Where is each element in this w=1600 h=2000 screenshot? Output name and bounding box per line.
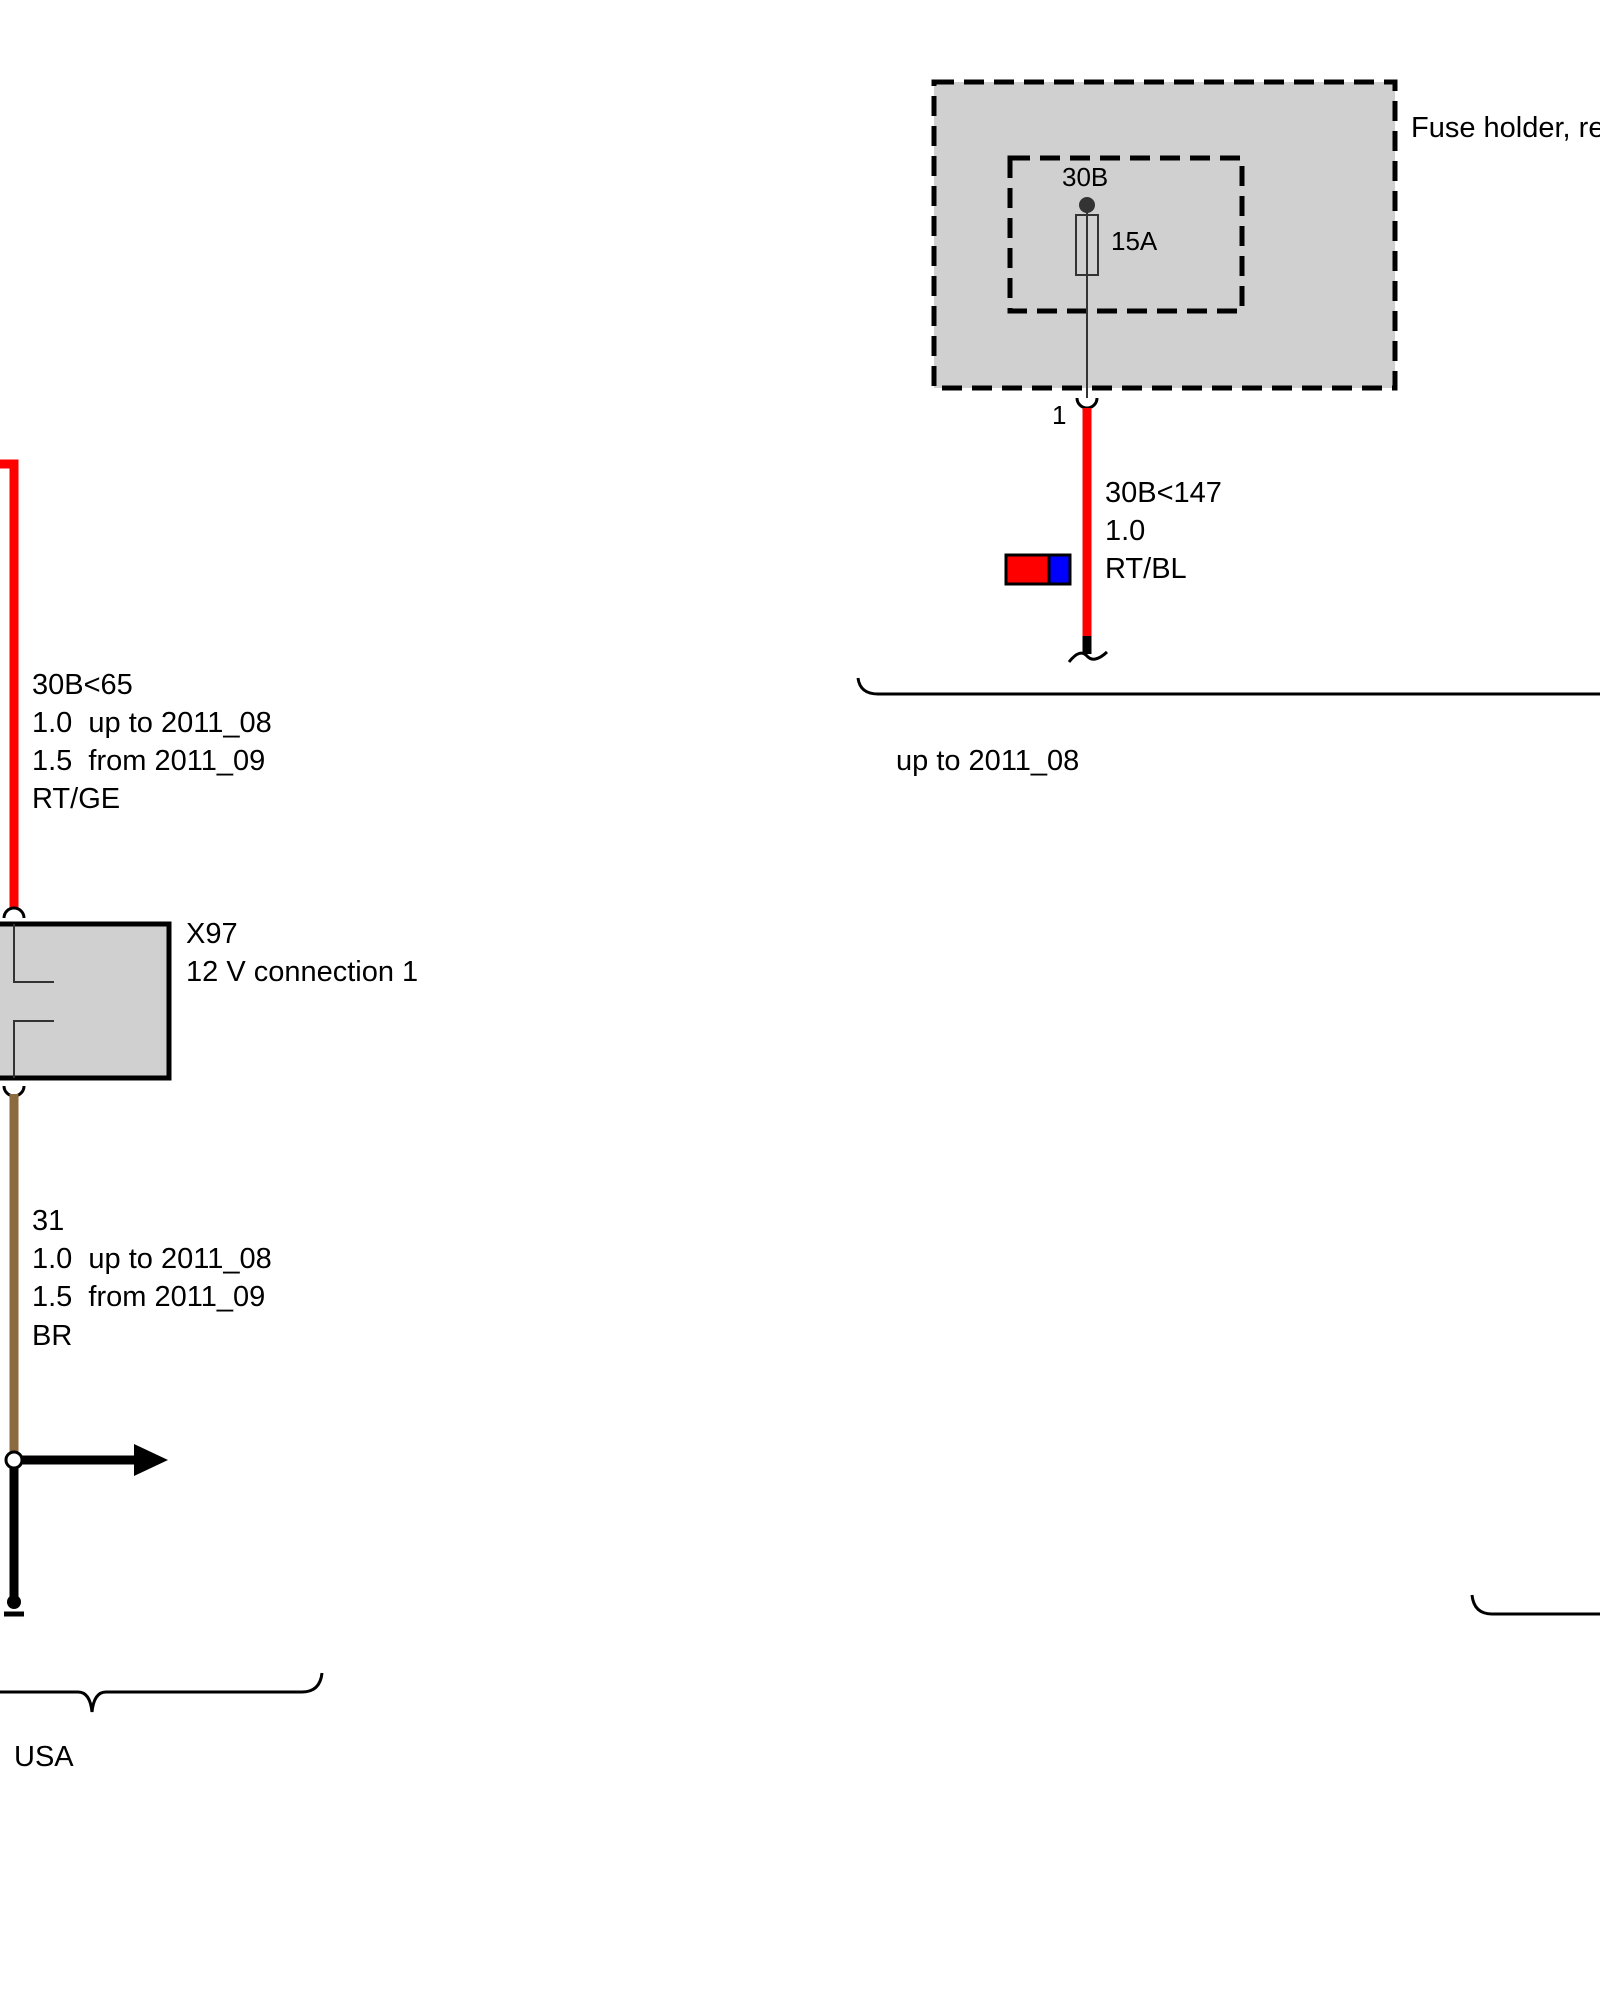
wire-31-size-2: 1.5 from 2011_09 — [32, 1281, 265, 1313]
wire-31-color: BR — [32, 1320, 72, 1352]
fuse-holder-outline — [931, 79, 1398, 391]
variant-brace-line — [856, 677, 1600, 696]
wire-30B-147-size: 1.0 — [1105, 515, 1145, 547]
variant-brace-partial — [1470, 1594, 1600, 1616]
connector-x97-body — [0, 921, 172, 1081]
wire-30B-65: 30B<65 1.0 up to 2011_08 1.5 from 2011_0… — [0, 459, 272, 908]
wire-30B-147-color: RT/BL — [1105, 553, 1187, 585]
wire-30B-65-circuit: 30B<65 — [32, 669, 133, 701]
variant-usa-label: USA — [14, 1741, 74, 1773]
wire-31-size-1: 1.0 up to 2011_08 — [32, 1243, 272, 1275]
wire-color-swatch-blue — [1047, 553, 1072, 586]
connector-x97-name: 12 V connection 1 — [186, 956, 418, 988]
ground-branch — [4, 1444, 168, 1617]
fuse-holder-label: Fuse holder, re — [1411, 112, 1600, 144]
splice-point-icon — [4, 1450, 24, 1470]
fuse-holder: Fuse holder, re 30B 15A 1 — [931, 79, 1600, 430]
connector-contact-lower — [13, 1020, 54, 1078]
wire-30B-65-size-1: 1.0 up to 2011_08 — [32, 707, 272, 739]
wire-30B-65-line — [0, 459, 19, 908]
variant-brace-up-to: up to 2011_08 — [856, 677, 1600, 777]
wire-color-swatch-red — [1004, 553, 1051, 586]
fuse-rating-label: 15A — [1111, 226, 1158, 256]
variant-brace-usa-line — [0, 1672, 324, 1713]
wire-31-circuit: 31 — [32, 1205, 64, 1237]
fuse-terminal-label: 30B — [1062, 162, 1108, 192]
variant-up-to-label: up to 2011_08 — [896, 745, 1079, 777]
variant-brace-usa: USA — [0, 1672, 324, 1773]
wire-30B-65-size-2: 1.5 from 2011_09 — [32, 745, 265, 777]
connector-x97-id: X97 — [186, 918, 238, 950]
fuse-pin-socket-icon — [1075, 397, 1099, 410]
connector-x97: X97 12 V connection 1 — [0, 906, 418, 1098]
wire-30B-147: 30B<147 1.0 RT/BL — [1004, 408, 1222, 663]
branch-arrow-icon — [134, 1444, 168, 1476]
wire-31: 31 1.0 up to 2011_08 1.5 from 2011_09 BR — [9, 1094, 272, 1460]
fuse-inner-outline — [1007, 155, 1245, 314]
wire-30B-65-color: RT/GE — [32, 783, 120, 815]
wire-break-icon — [1067, 650, 1109, 663]
connector-contact-upper — [13, 924, 54, 983]
wire-30B-147-circuit: 30B<147 — [1105, 477, 1222, 509]
fuse-pin-label: 1 — [1052, 400, 1066, 430]
connector-top-socket-icon — [2, 906, 26, 919]
ground-point-icon — [7, 1595, 21, 1609]
